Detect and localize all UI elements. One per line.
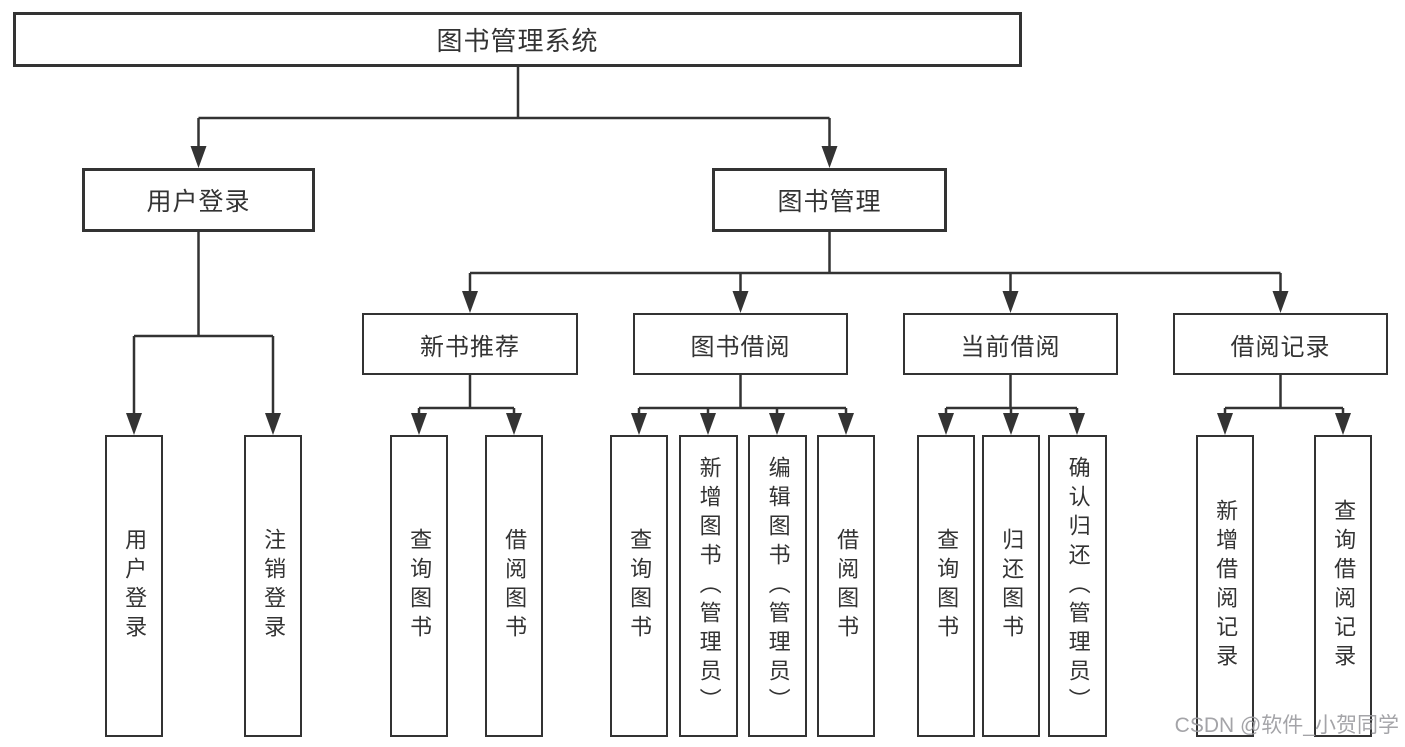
node-book-borrowing: 图书借阅 [633,313,848,375]
leaf-query-books: 查询图书 [610,435,668,737]
leaf-edit-books-admin: 编辑图书（管理员） [748,435,807,737]
leaf-user-login: 用户登录 [105,435,163,737]
leaf-query-books: 查询图书 [390,435,448,737]
node-library-management-system: 图书管理系统 [13,12,1022,67]
node-borrowing-records: 借阅记录 [1173,313,1388,375]
leaf-return-books: 归还图书 [982,435,1040,737]
arrowheads [126,146,1351,435]
leaf-logout: 注销登录 [244,435,302,737]
leaf-add-borrow-record: 新增借阅记录 [1196,435,1254,737]
leaf-borrow-books: 借阅图书 [485,435,543,737]
csdn-watermark: CSDN @软件_小贺同学 [1174,714,1399,737]
node-current-borrowing: 当前借阅 [903,313,1118,375]
leaf-query-borrow-record: 查询借阅记录 [1314,435,1372,737]
node-user-login: 用户登录 [82,168,315,232]
leaf-borrow-books: 借阅图书 [817,435,875,737]
node-book-management: 图书管理 [712,168,947,232]
leaf-add-books-admin: 新增图书（管理员） [679,435,738,737]
leaf-query-books: 查询图书 [917,435,975,737]
leaf-confirm-return-admin: 确认归还（管理员） [1048,435,1107,737]
node-new-book-recommend: 新书推荐 [362,313,578,375]
